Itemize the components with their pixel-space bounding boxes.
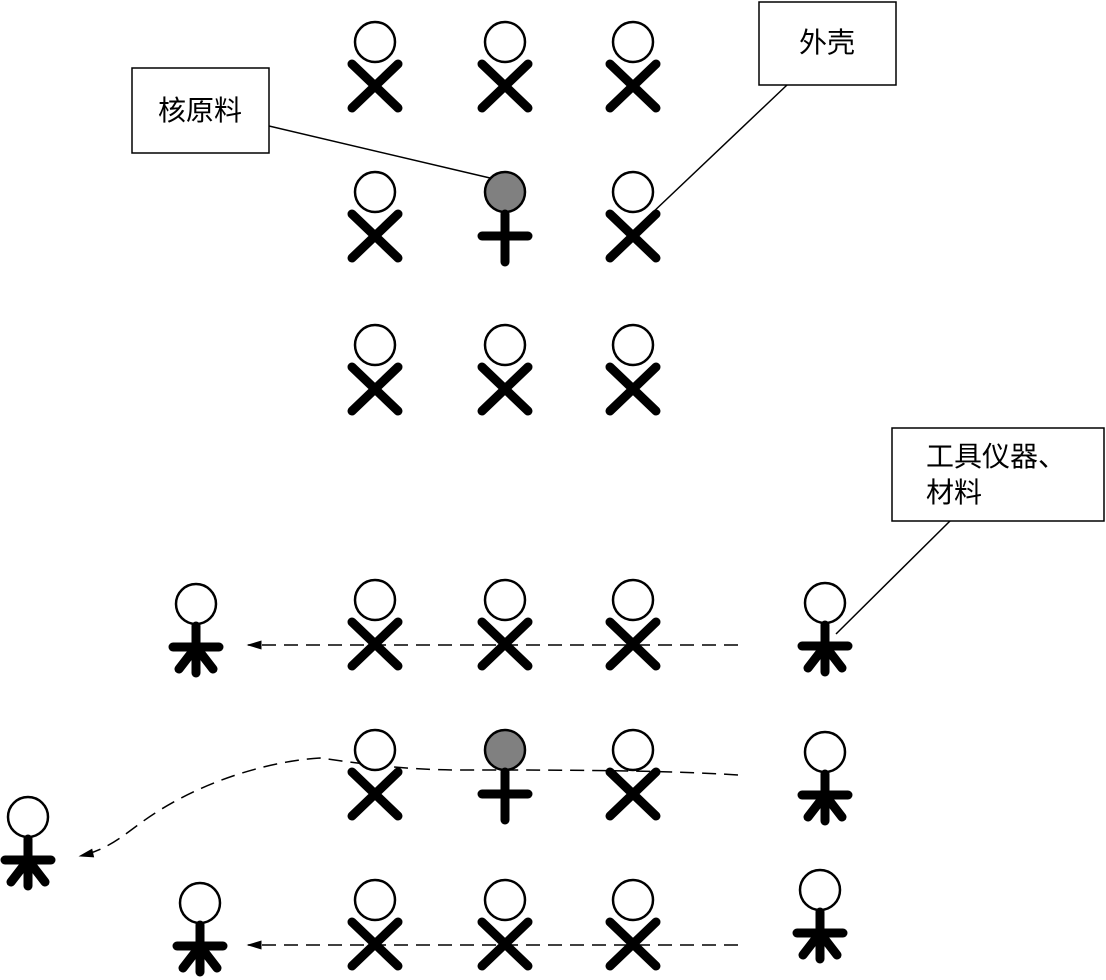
core-figure xyxy=(477,170,533,267)
core-leader-line xyxy=(268,125,491,179)
shell-figure xyxy=(347,728,403,821)
shell-figure xyxy=(605,20,661,113)
exited-tool-figure xyxy=(172,881,228,977)
shell-figure xyxy=(477,323,533,416)
core-label-text: 核原料 xyxy=(158,94,242,127)
shell-label: 外壳 xyxy=(649,1,897,216)
core-figure xyxy=(477,728,533,825)
exited-tool-figure xyxy=(0,795,56,891)
shell-figure xyxy=(347,20,403,113)
lower-formation xyxy=(347,578,661,971)
exited-tool-figure xyxy=(168,582,224,678)
tools-label: 工具仪器、 材料 xyxy=(835,427,1105,635)
shell-figure xyxy=(605,728,661,821)
tools-leader-line xyxy=(835,520,951,635)
upper-formation xyxy=(347,20,661,416)
core-label: 核原料 xyxy=(131,67,491,179)
tools-label-text-line2: 材料 xyxy=(926,476,982,509)
tool-figure xyxy=(792,868,848,964)
shell-figure xyxy=(605,323,661,416)
shell-figure xyxy=(477,20,533,113)
shell-figure xyxy=(347,578,403,671)
tool-figure xyxy=(797,581,853,677)
tool-figure xyxy=(797,730,853,826)
shell-figure xyxy=(605,578,661,671)
shell-leader-line xyxy=(649,84,788,216)
exit-path-row2 xyxy=(78,757,739,858)
shell-figure xyxy=(605,878,661,971)
shell-figure xyxy=(347,878,403,971)
shell-figure xyxy=(347,323,403,416)
shell-figure xyxy=(605,170,661,263)
shell-figure xyxy=(347,170,403,263)
tools-label-text-line1: 工具仪器、 xyxy=(926,440,1066,473)
shell-label-text: 外壳 xyxy=(799,26,855,59)
shell-figure xyxy=(477,578,533,671)
shell-figure xyxy=(477,878,533,971)
